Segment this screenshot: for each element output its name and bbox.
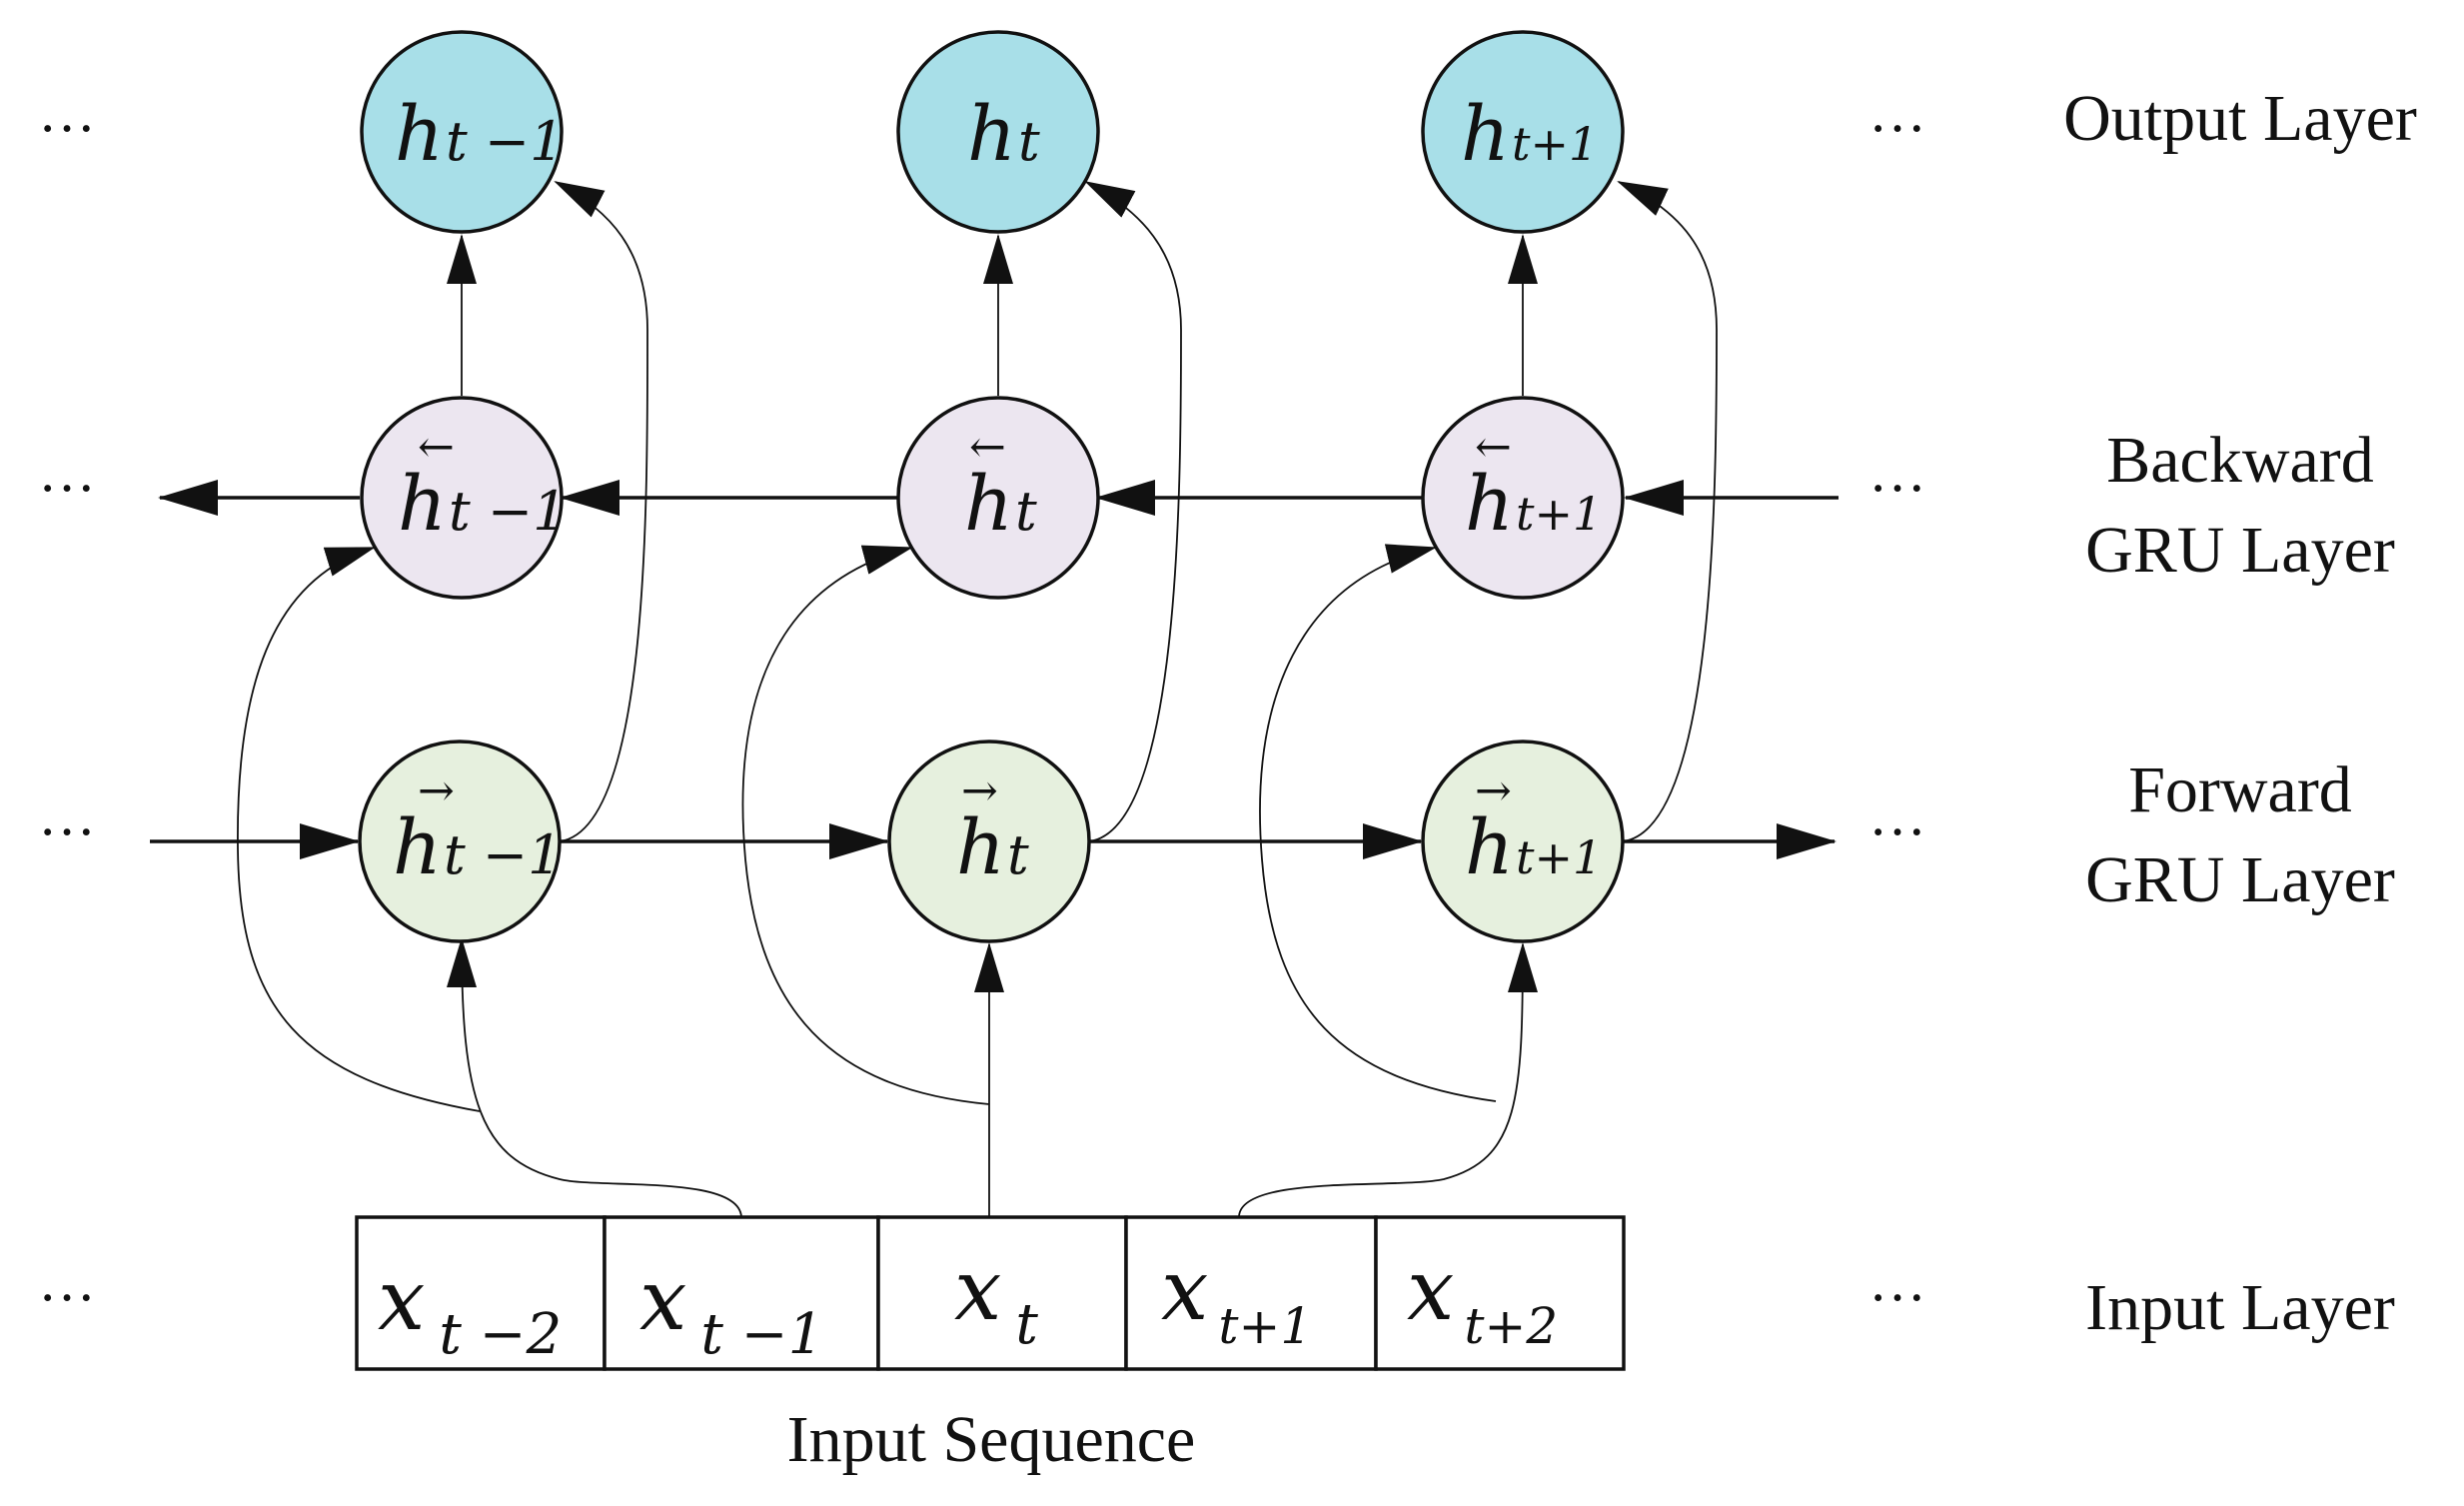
forward-node-t1: → ht+1: [1421, 740, 1625, 943]
arrow-input-t-to-backward: [741, 545, 990, 1105]
output-node-tm1: ht −1: [360, 30, 564, 234]
right-arrow-icon: →: [1475, 765, 1512, 816]
svg-text:ht+1: ht+1: [1465, 459, 1602, 548]
ellipsis-backward-left: ···: [38, 456, 96, 521]
arrow-input-tm1-to-forward: [447, 937, 742, 1218]
arrow-forward-t1-to-output: [1617, 181, 1718, 842]
backward-node-tm1: ← ht −1: [360, 396, 567, 600]
forward-node-t: → ht: [887, 740, 1091, 943]
ellipsis-output-left: ···: [38, 96, 96, 161]
forward-node-tm1: → ht −1: [358, 740, 562, 943]
arrow-forward-tm1-to-output: [554, 181, 648, 842]
ellipsis-input-right: ···: [1868, 1265, 1926, 1330]
left-arrow-icon: ←: [418, 422, 455, 473]
right-ellipses: ··· ··· ··· ···: [1868, 96, 1926, 1330]
left-arrow-icon: ←: [1475, 422, 1512, 473]
arrow-forward-t-to-output: [1084, 181, 1182, 842]
arrow-input-t1-to-forward: [1238, 942, 1538, 1218]
left-ellipses: ··· ··· ··· ···: [38, 96, 96, 1330]
input-cell-tm2: [355, 1215, 607, 1371]
input-cell-t1: [1124, 1215, 1378, 1371]
backward-node-t: ← ht: [896, 396, 1100, 600]
input-sequence-caption: Input Sequence: [787, 1403, 1196, 1476]
arrow-input-t1-to-backward: [1259, 544, 1497, 1102]
arrow-input-tm1-to-backward: [237, 547, 481, 1112]
ellipsis-forward-left: ···: [38, 799, 96, 864]
backward-layer-label-line2: GRU Layer: [2085, 514, 2395, 587]
input-to-forward-arrows: [447, 937, 1538, 1218]
svg-text:ht: ht: [967, 89, 1040, 178]
output-layer-label: Output Layer: [2063, 82, 2417, 155]
forward-layer-label-line1: Forward: [2128, 753, 2352, 826]
output-layer: ht −1 ht ht+1: [360, 30, 1625, 234]
backward-node-t1: ← ht+1: [1421, 396, 1625, 600]
input-cell-tm1: [603, 1215, 880, 1371]
forward-layer-label-line2: GRU Layer: [2085, 843, 2395, 916]
svg-text:ht −1: ht −1: [393, 802, 562, 891]
backward-layer-label-line1: Backward: [2106, 424, 2374, 497]
ellipsis-input-left: ···: [38, 1265, 96, 1330]
output-node-t1: ht+1: [1421, 30, 1625, 234]
input-cell-t2: [1374, 1215, 1626, 1371]
svg-text:ht −1: ht −1: [395, 89, 564, 178]
input-layer-label: Input Layer: [2085, 1271, 2395, 1344]
svg-text:ht+1: ht+1: [1461, 89, 1598, 178]
input-to-backward-arrows: [237, 544, 1497, 1112]
backward-gru-layer: ← ht −1 ← ht ← ht+1: [360, 396, 1625, 600]
ellipsis-forward-right: ···: [1868, 799, 1926, 864]
svg-text:ht+1: ht+1: [1465, 802, 1602, 891]
svg-text:ht −1: ht −1: [398, 459, 567, 548]
left-arrow-icon: ←: [969, 422, 1006, 473]
forward-gru-layer: → ht −1 → ht → ht+1: [358, 740, 1625, 943]
svg-text:ht: ht: [956, 802, 1029, 891]
ellipsis-output-right: ···: [1868, 96, 1926, 161]
output-node-t: ht: [896, 30, 1100, 234]
right-arrow-icon: →: [418, 765, 455, 816]
ellipsis-backward-right: ···: [1868, 456, 1926, 521]
layer-labels: Output Layer Backward GRU Layer Forward …: [2063, 82, 2417, 1344]
svg-text:ht: ht: [964, 459, 1037, 548]
backward-to-output-arrows: [447, 234, 1538, 396]
forward-to-output-arrows: [554, 181, 1718, 842]
right-arrow-icon: →: [961, 765, 998, 816]
input-cell-t: [876, 1215, 1128, 1371]
